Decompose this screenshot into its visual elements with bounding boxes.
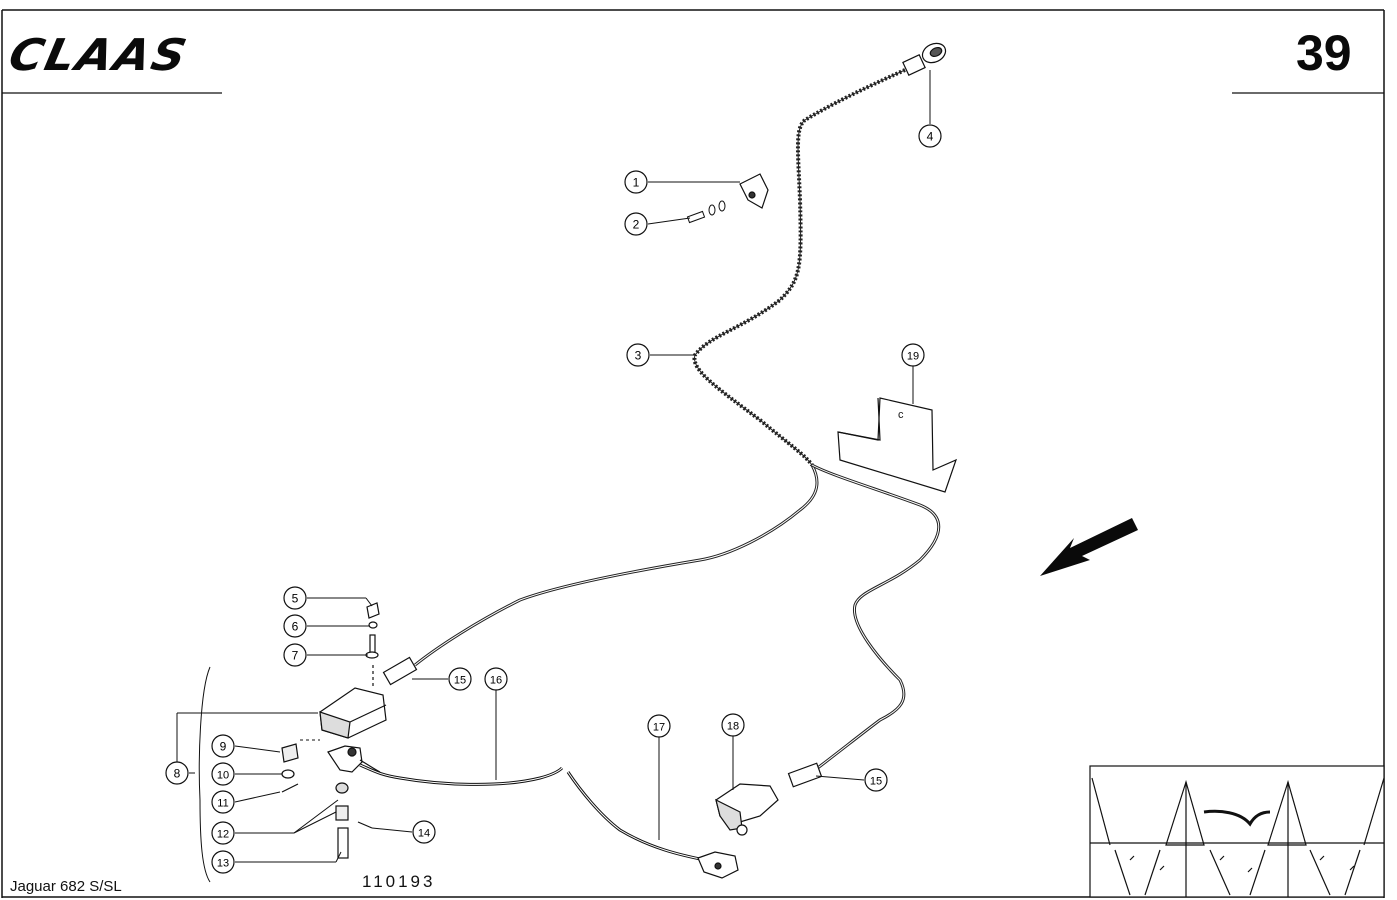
callout-12: 12 [211,821,235,845]
svg-text:12: 12 [217,829,229,841]
callout-9: 9 [211,734,235,758]
inset-crop-diagram [1089,765,1385,898]
svg-text:2: 2 [633,218,640,232]
svg-text:10: 10 [217,770,229,782]
callout-10: 10 [211,762,235,786]
callout-19: 19 [901,343,925,367]
sensor-assembly-left [281,602,564,859]
svg-text:13: 13 [217,858,229,870]
machine-model-label: Jaguar 682 S/SL [10,878,122,895]
callout-1: 1 [624,170,648,194]
leader-lines [176,70,931,883]
screw-2 [686,200,726,224]
callout-5: 5 [283,586,307,610]
callout-17: 17 [647,714,671,738]
svg-text:19: 19 [907,351,919,363]
sensor-assembly-right [566,762,823,879]
svg-text:15: 15 [870,776,882,788]
callout-7: 7 [283,643,307,667]
svg-text:9: 9 [220,740,227,754]
plug-connector-4 [902,42,947,76]
svg-text:16: 16 [490,675,502,687]
direction-arrow-icon [1040,518,1138,576]
callout-4: 4 [918,124,942,148]
svg-text:5: 5 [292,592,299,606]
svg-text:17: 17 [653,722,665,734]
callout-15-right: 15 [864,768,888,792]
callout-11: 11 [211,790,235,814]
callout-8: 8 [165,761,189,785]
callout-18: 18 [721,713,745,737]
callout-15-left: 15 [448,667,472,691]
callout-2: 2 [624,212,648,236]
cover-plate-19: c [837,397,958,493]
callout-bubbles: 1 2 3 4 5 6 7 8 9 10 11 12 13 14 15 15 1… [165,124,942,874]
svg-text:3: 3 [635,349,642,363]
svg-text:1: 1 [633,176,640,190]
callout-6: 6 [283,614,307,638]
drawing-number: 110193 [362,872,436,891]
svg-text:11: 11 [217,798,228,810]
callout-16: 16 [484,667,508,691]
cable-clip-1 [739,173,769,209]
svg-text:4: 4 [927,130,934,144]
callout-13: 13 [211,850,235,874]
svg-text:15: 15 [454,675,466,687]
svg-text:14: 14 [418,828,430,840]
page-frame [1,9,1385,898]
page-number: 39 [1296,25,1352,81]
svg-text:8: 8 [174,767,181,781]
wiring-harness-3 [414,68,941,772]
callout-14: 14 [412,820,436,844]
svg-text:7: 7 [292,649,299,663]
callout-3: 3 [626,343,650,367]
svg-text:18: 18 [727,721,739,733]
svg-text:6: 6 [292,620,299,634]
part19-letter: c [898,409,904,421]
